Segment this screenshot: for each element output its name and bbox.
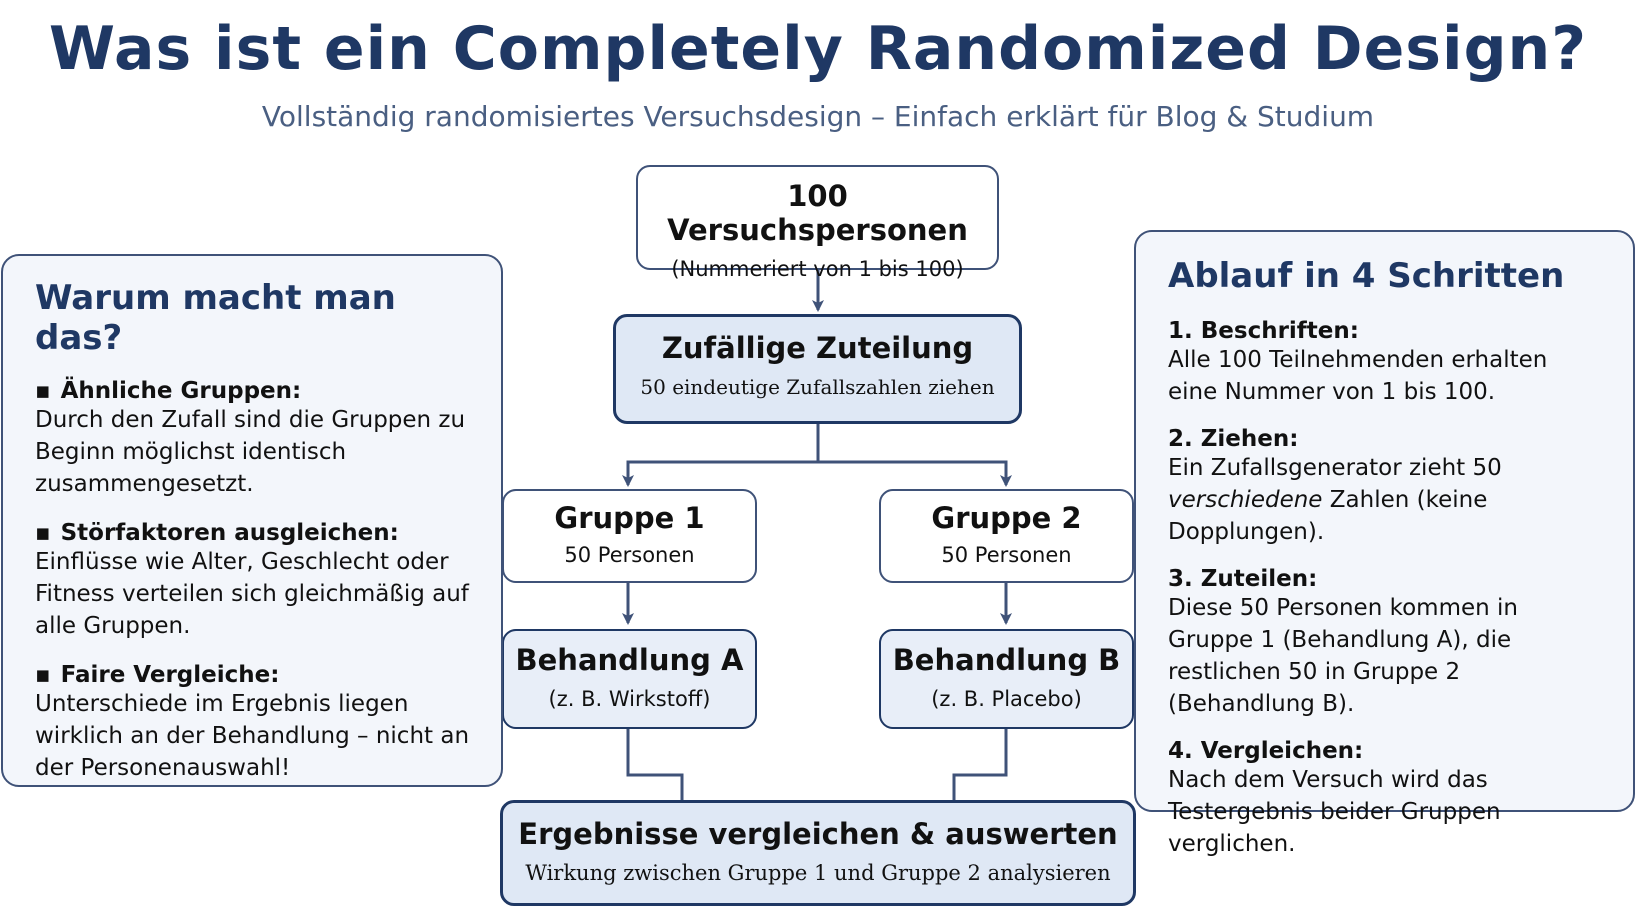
participants-box: 100 Versuchspersonen (Nummeriert von 1 b… [636, 165, 999, 281]
page-title: Was ist ein Completely Randomized Design… [48, 14, 1588, 84]
treatmentA-title: Behandlung A [515, 643, 744, 677]
group1-title: Gruppe 1 [554, 501, 705, 535]
treatmentB-sub: (z. B. Placebo) [931, 687, 1082, 711]
arrow-randomization-to-group2 [818, 460, 1012, 487]
treatmentB-box: Behandlung B (z. B. Placebo) [879, 629, 1134, 729]
arrow-treatmentB-to-results [948, 729, 1008, 818]
participants-title: 100 Versuchspersonen [667, 179, 968, 247]
group2-title: Gruppe 2 [931, 501, 1082, 535]
step-text: Ein Zufallsgenerator zieht 50 verschiede… [1168, 452, 1603, 548]
why-item-title: Faire Vergleiche: [35, 662, 475, 688]
step-text: Diese 50 Personen kommen in Gruppe 1 (Be… [1168, 595, 1518, 717]
why-heading: Warum macht man das? [35, 278, 396, 358]
step-title: 1. Beschriften: [1168, 318, 1359, 344]
results-title: Ergebnisse vergleichen & auswerten [518, 817, 1118, 851]
step-text: Alle 100 Teilnehmenden erhalten eine Num… [1168, 347, 1548, 405]
why-item-text: Durch den Zufall sind die Gruppen zu Beg… [35, 407, 466, 497]
group2-box: Gruppe 2 50 Personen [879, 489, 1134, 583]
participants-sub: (Nummeriert von 1 bis 100) [671, 257, 964, 281]
page-subtitle: Vollständig randomisiertes Versuchsdesig… [261, 100, 1375, 133]
randomization-title: Zufällige Zuteilung [661, 331, 974, 365]
why-item-text: Einflüsse wie Alter, Geschlecht oder Fit… [35, 549, 469, 639]
why-item-text: Unterschiede im Ergebnis liegen wirklich… [35, 691, 470, 781]
treatmentA-sub: (z. B. Wirkstoff) [548, 687, 711, 711]
why-item-title: Ähnliche Gruppen: [35, 378, 475, 404]
results-box: Ergebnisse vergleichen & auswerten Wirku… [500, 800, 1136, 906]
step-title: 4. Vergleichen: [1168, 738, 1364, 764]
steps-heading: Ablauf in 4 Schritten [1168, 256, 1565, 296]
treatmentB-title: Behandlung B [892, 643, 1121, 677]
why-item-title: Störfaktoren ausgleichen: [35, 520, 475, 546]
why-panel: Warum macht man das? Ähnliche Gruppen: D… [1, 254, 503, 787]
step-text-emphasis: verschiedene [1168, 487, 1323, 513]
results-sub: Wirkung zwischen Gruppe 1 und Gruppe 2 a… [525, 861, 1111, 885]
randomization-sub: 50 eindeutige Zufallszahlen ziehen [640, 375, 995, 399]
step-text-before: Ein Zufallsgenerator zieht 50 [1168, 455, 1502, 481]
step-title: 2. Ziehen: [1168, 426, 1299, 452]
treatmentA-box: Behandlung A (z. B. Wirkstoff) [502, 629, 757, 729]
step-text-after: Zahlen (keine Dopplungen). [1168, 487, 1488, 545]
arrow-randomization-split [622, 424, 820, 487]
group1-box: Gruppe 1 50 Personen [502, 489, 757, 583]
randomization-box: Zufällige Zuteilung 50 eindeutige Zufall… [613, 314, 1022, 424]
arrow-treatmentA-to-results [626, 729, 688, 818]
steps-panel: Ablauf in 4 Schritten 1. Beschriften: Al… [1134, 230, 1635, 857]
step-title: 3. Zuteilen: [1168, 566, 1318, 592]
group1-sub: 50 Personen [564, 543, 695, 567]
group2-sub: 50 Personen [941, 543, 1072, 567]
step-text: Nach dem Versuch wird das Testergebnis b… [1168, 767, 1501, 857]
